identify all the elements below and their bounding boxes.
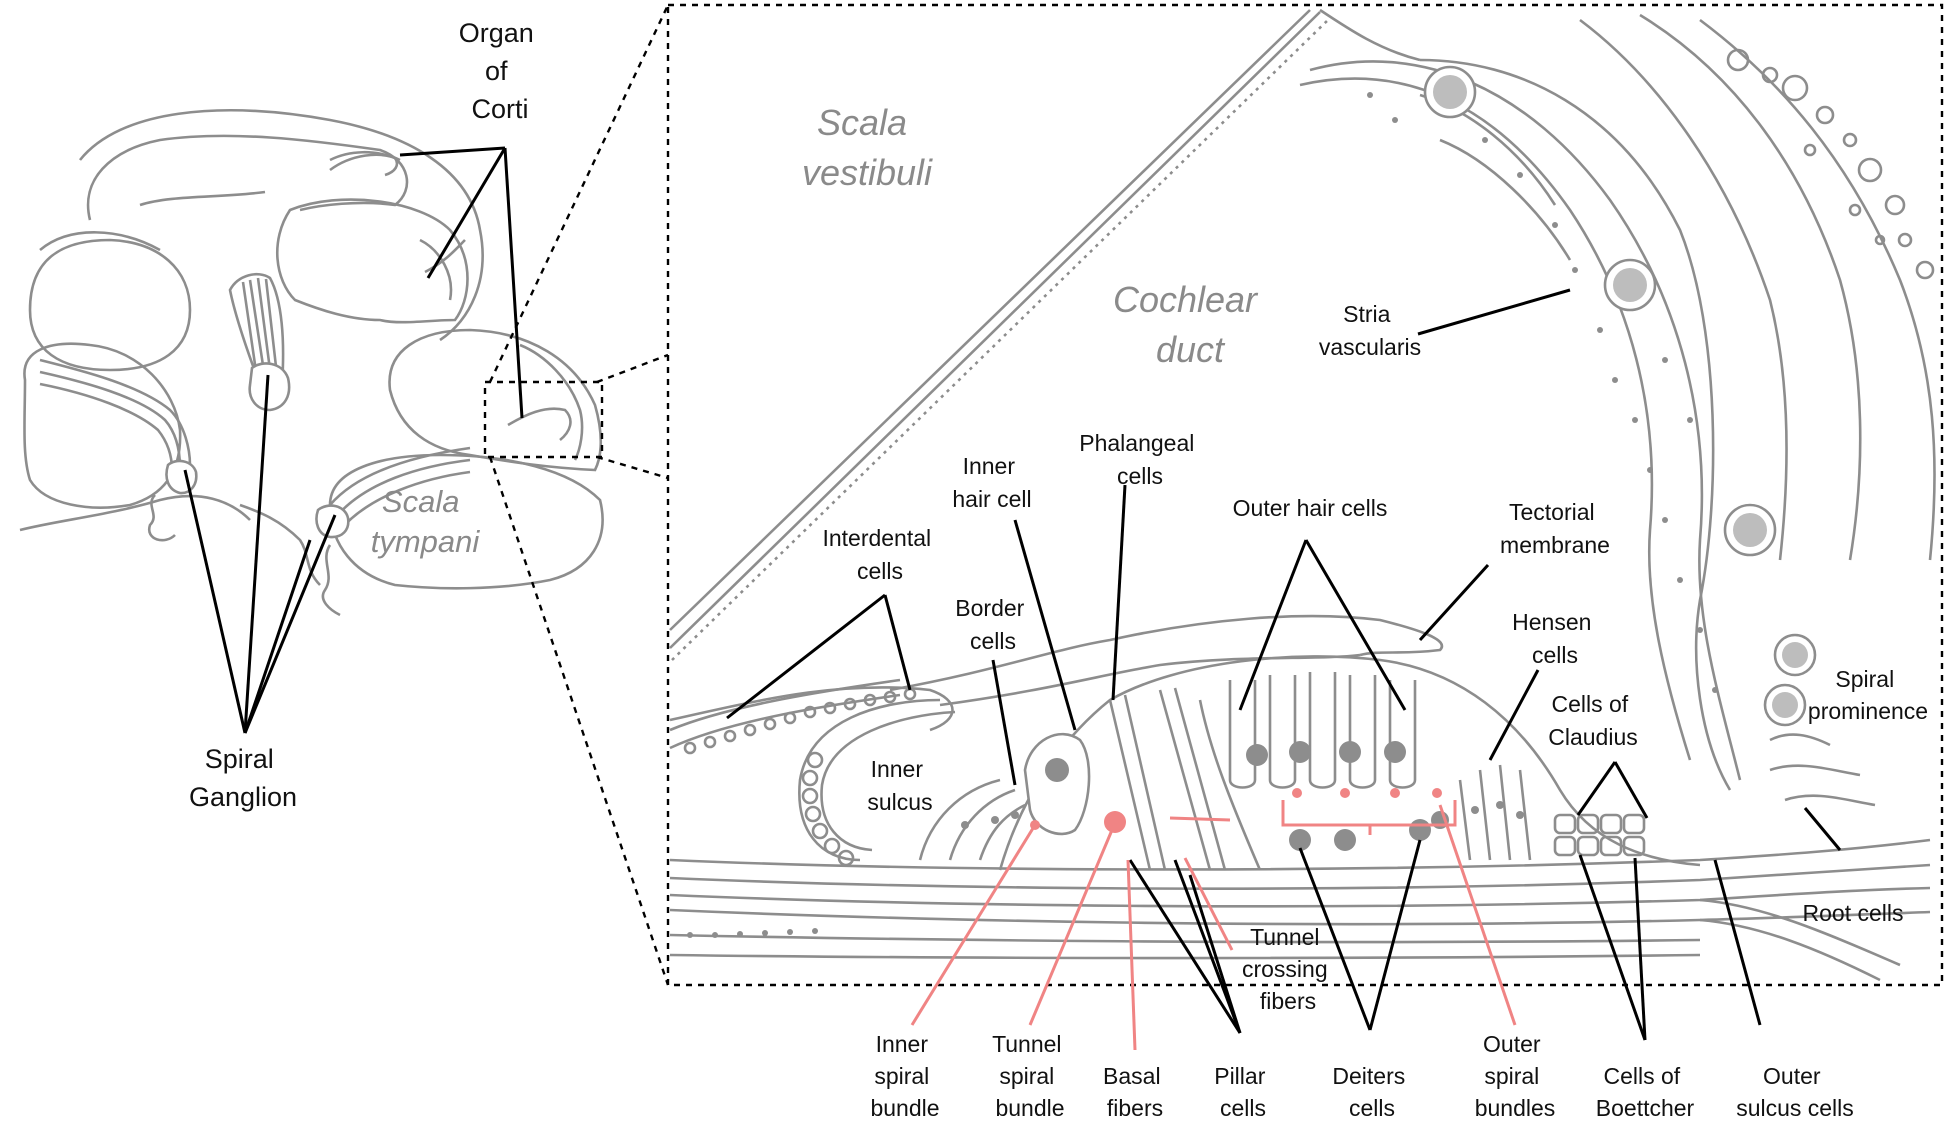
outer-spiral-bundles-line-2: spiral — [1484, 1063, 1539, 1089]
zoom-connector-right-bottom — [596, 455, 669, 480]
inner-spiral-bundle-line-2: spiral — [874, 1063, 929, 1089]
cochlear-duct-line-1: Cochlear — [1113, 279, 1259, 320]
organ-of-corti-line-2: of — [485, 56, 508, 86]
inner-sulcus-label: Inner sulcus — [867, 756, 932, 815]
tunnel-crossing-fibers-label: Tunnel crossing fibers — [1242, 924, 1334, 1014]
detail-frame — [666, 3, 1944, 987]
scala-tympani-line-2: tympani — [371, 524, 481, 559]
tunnel-spiral-bundle-label: Tunnel spiral bundle — [992, 1031, 1068, 1120]
cochlea-overview — [19, 109, 604, 617]
scala-vestibuli-line-2: vestibuli — [802, 152, 933, 193]
cells-of-boettcher-line-2: Boettcher — [1596, 1095, 1695, 1120]
tectorial-membrane-label: Tectorial membrane — [1500, 499, 1610, 558]
outer-spiral-bundles-label: Outer spiral bundles — [1475, 1031, 1556, 1120]
detail-tissue — [669, 8, 1936, 982]
organ-of-corti-line-1: Organ — [459, 18, 534, 48]
scala-vestibuli-line-1: Scala — [817, 102, 907, 143]
hensen-cells-label: Hensen cells — [1512, 609, 1598, 668]
deiters-cells-line-2: cells — [1349, 1095, 1395, 1120]
pillar-cells-label: Pillar cells — [1214, 1063, 1272, 1120]
inner-sulcus-line-2: sulcus — [867, 789, 932, 815]
phalangeal-cells-line-1: Phalangeal — [1079, 430, 1194, 456]
organ-of-corti-line-3: Corti — [471, 94, 528, 124]
tunnel-spiral-bundle-line-3: bundle — [995, 1095, 1064, 1120]
tunnel-crossing-fibers-line-3: fibers — [1260, 988, 1316, 1014]
nerve-fiber-highlights — [1030, 788, 1457, 835]
outer-hair-cells-label: Outer hair cells — [1233, 495, 1388, 521]
tectorial-membrane-line-1: Tectorial — [1509, 499, 1595, 525]
tectorial-membrane-line-2: membrane — [1500, 532, 1610, 558]
cochlear-duct-line-2: duct — [1156, 329, 1226, 370]
spiral-prominence-line-1: Spiral — [1835, 666, 1894, 692]
scala-tympani-label: Scala tympani — [371, 484, 481, 559]
phalangeal-cells-line-2: cells — [1117, 463, 1163, 489]
interdental-cells-line-2: cells — [857, 558, 903, 584]
tunnel-spiral-bundle-line-2: spiral — [999, 1063, 1054, 1089]
outer-sulcus-cells-line-1: Outer — [1763, 1063, 1821, 1089]
detail-leaders — [726, 288, 1842, 1041]
spiral-ganglion-line-2: Ganglion — [189, 782, 297, 812]
zoom-connector-top — [488, 4, 670, 383]
outer-sulcus-cells-label: Outer sulcus cells — [1736, 1063, 1854, 1120]
stria-vascularis-label: Stria vascularis — [1319, 301, 1421, 360]
outer-spiral-bundles-line-1: Outer — [1483, 1031, 1541, 1057]
tunnel-spiral-bundle-line-1: Tunnel — [992, 1031, 1061, 1057]
basal-fibers-label: Basal fibers — [1103, 1063, 1167, 1120]
phalangeal-cells-label: Phalangeal cells — [1079, 430, 1201, 489]
spiral-prominence-label: Spiral prominence — [1808, 666, 1928, 724]
inner-sulcus-line-1: Inner — [871, 756, 924, 782]
cells-of-boettcher-line-1: Cells of — [1603, 1063, 1680, 1089]
interdental-cells-label: Interdental cells — [822, 525, 937, 584]
border-cells-line-1: Border — [955, 595, 1024, 621]
spiral-ganglion-label: Spiral Ganglion — [189, 744, 297, 812]
zoom-connector-bottom — [488, 456, 670, 986]
cochlear-duct-label: Cochlear duct — [1113, 279, 1267, 370]
stria-vascularis-line-1: Stria — [1343, 301, 1391, 327]
cells-of-claudius-line-2: Claudius — [1548, 724, 1638, 750]
stria-vascularis-line-2: vascularis — [1319, 334, 1421, 360]
scala-tympani-line-1: Scala — [382, 484, 460, 519]
pillar-cells-line-2: cells — [1220, 1095, 1266, 1120]
root-cells-label: Root cells — [1803, 900, 1904, 926]
root-cells-line-1: Root cells — [1803, 900, 1904, 926]
cells-of-claudius-line-1: Cells of — [1551, 691, 1628, 717]
deiters-cells-line-1: Deiters — [1332, 1063, 1405, 1089]
zoom-box — [483, 380, 604, 459]
outer-sulcus-cells-line-2: sulcus cells — [1736, 1095, 1854, 1120]
inner-hair-cell-line-2: hair cell — [952, 486, 1031, 512]
cells-of-boettcher-label: Cells of Boettcher — [1596, 1063, 1695, 1120]
border-cells-label: Border cells — [955, 595, 1030, 654]
organ-of-corti-label: Organ of Corti — [459, 18, 542, 124]
tunnel-crossing-fibers-line-1: Tunnel — [1250, 924, 1319, 950]
inner-hair-cell-label: Inner hair cell — [952, 453, 1031, 512]
inner-spiral-bundle-label: Inner spiral bundle — [870, 1031, 939, 1120]
spiral-ganglion-line-1: Spiral — [205, 744, 274, 774]
inner-spiral-bundle-line-3: bundle — [870, 1095, 939, 1120]
zoom-connector-right-top — [596, 353, 669, 384]
overview-leaders — [183, 146, 524, 734]
interdental-cells-line-1: Interdental — [822, 525, 931, 551]
detail-red-leaders — [910, 804, 1517, 1051]
spiral-prominence-line-2: prominence — [1808, 698, 1928, 724]
outer-spiral-bundles-line-3: bundles — [1475, 1095, 1556, 1120]
border-cells-line-2: cells — [970, 628, 1016, 654]
deiters-cells-label: Deiters cells — [1332, 1063, 1411, 1120]
basal-fibers-line-1: Basal — [1103, 1063, 1161, 1089]
inner-spiral-bundle-line-1: Inner — [876, 1031, 929, 1057]
tunnel-crossing-fibers-line-2: crossing — [1242, 956, 1328, 982]
outer-hair-cells-line-1: Outer hair cells — [1233, 495, 1388, 521]
cells-of-claudius-label: Cells of Claudius — [1548, 691, 1638, 750]
pillar-cells-line-1: Pillar — [1214, 1063, 1265, 1089]
scala-vestibuli-label: Scala vestibuli — [802, 102, 933, 193]
hensen-cells-line-2: cells — [1532, 642, 1578, 668]
inner-hair-cell-line-1: Inner — [963, 453, 1016, 479]
hensen-cells-line-1: Hensen — [1512, 609, 1591, 635]
basal-fibers-line-2: fibers — [1107, 1095, 1163, 1120]
